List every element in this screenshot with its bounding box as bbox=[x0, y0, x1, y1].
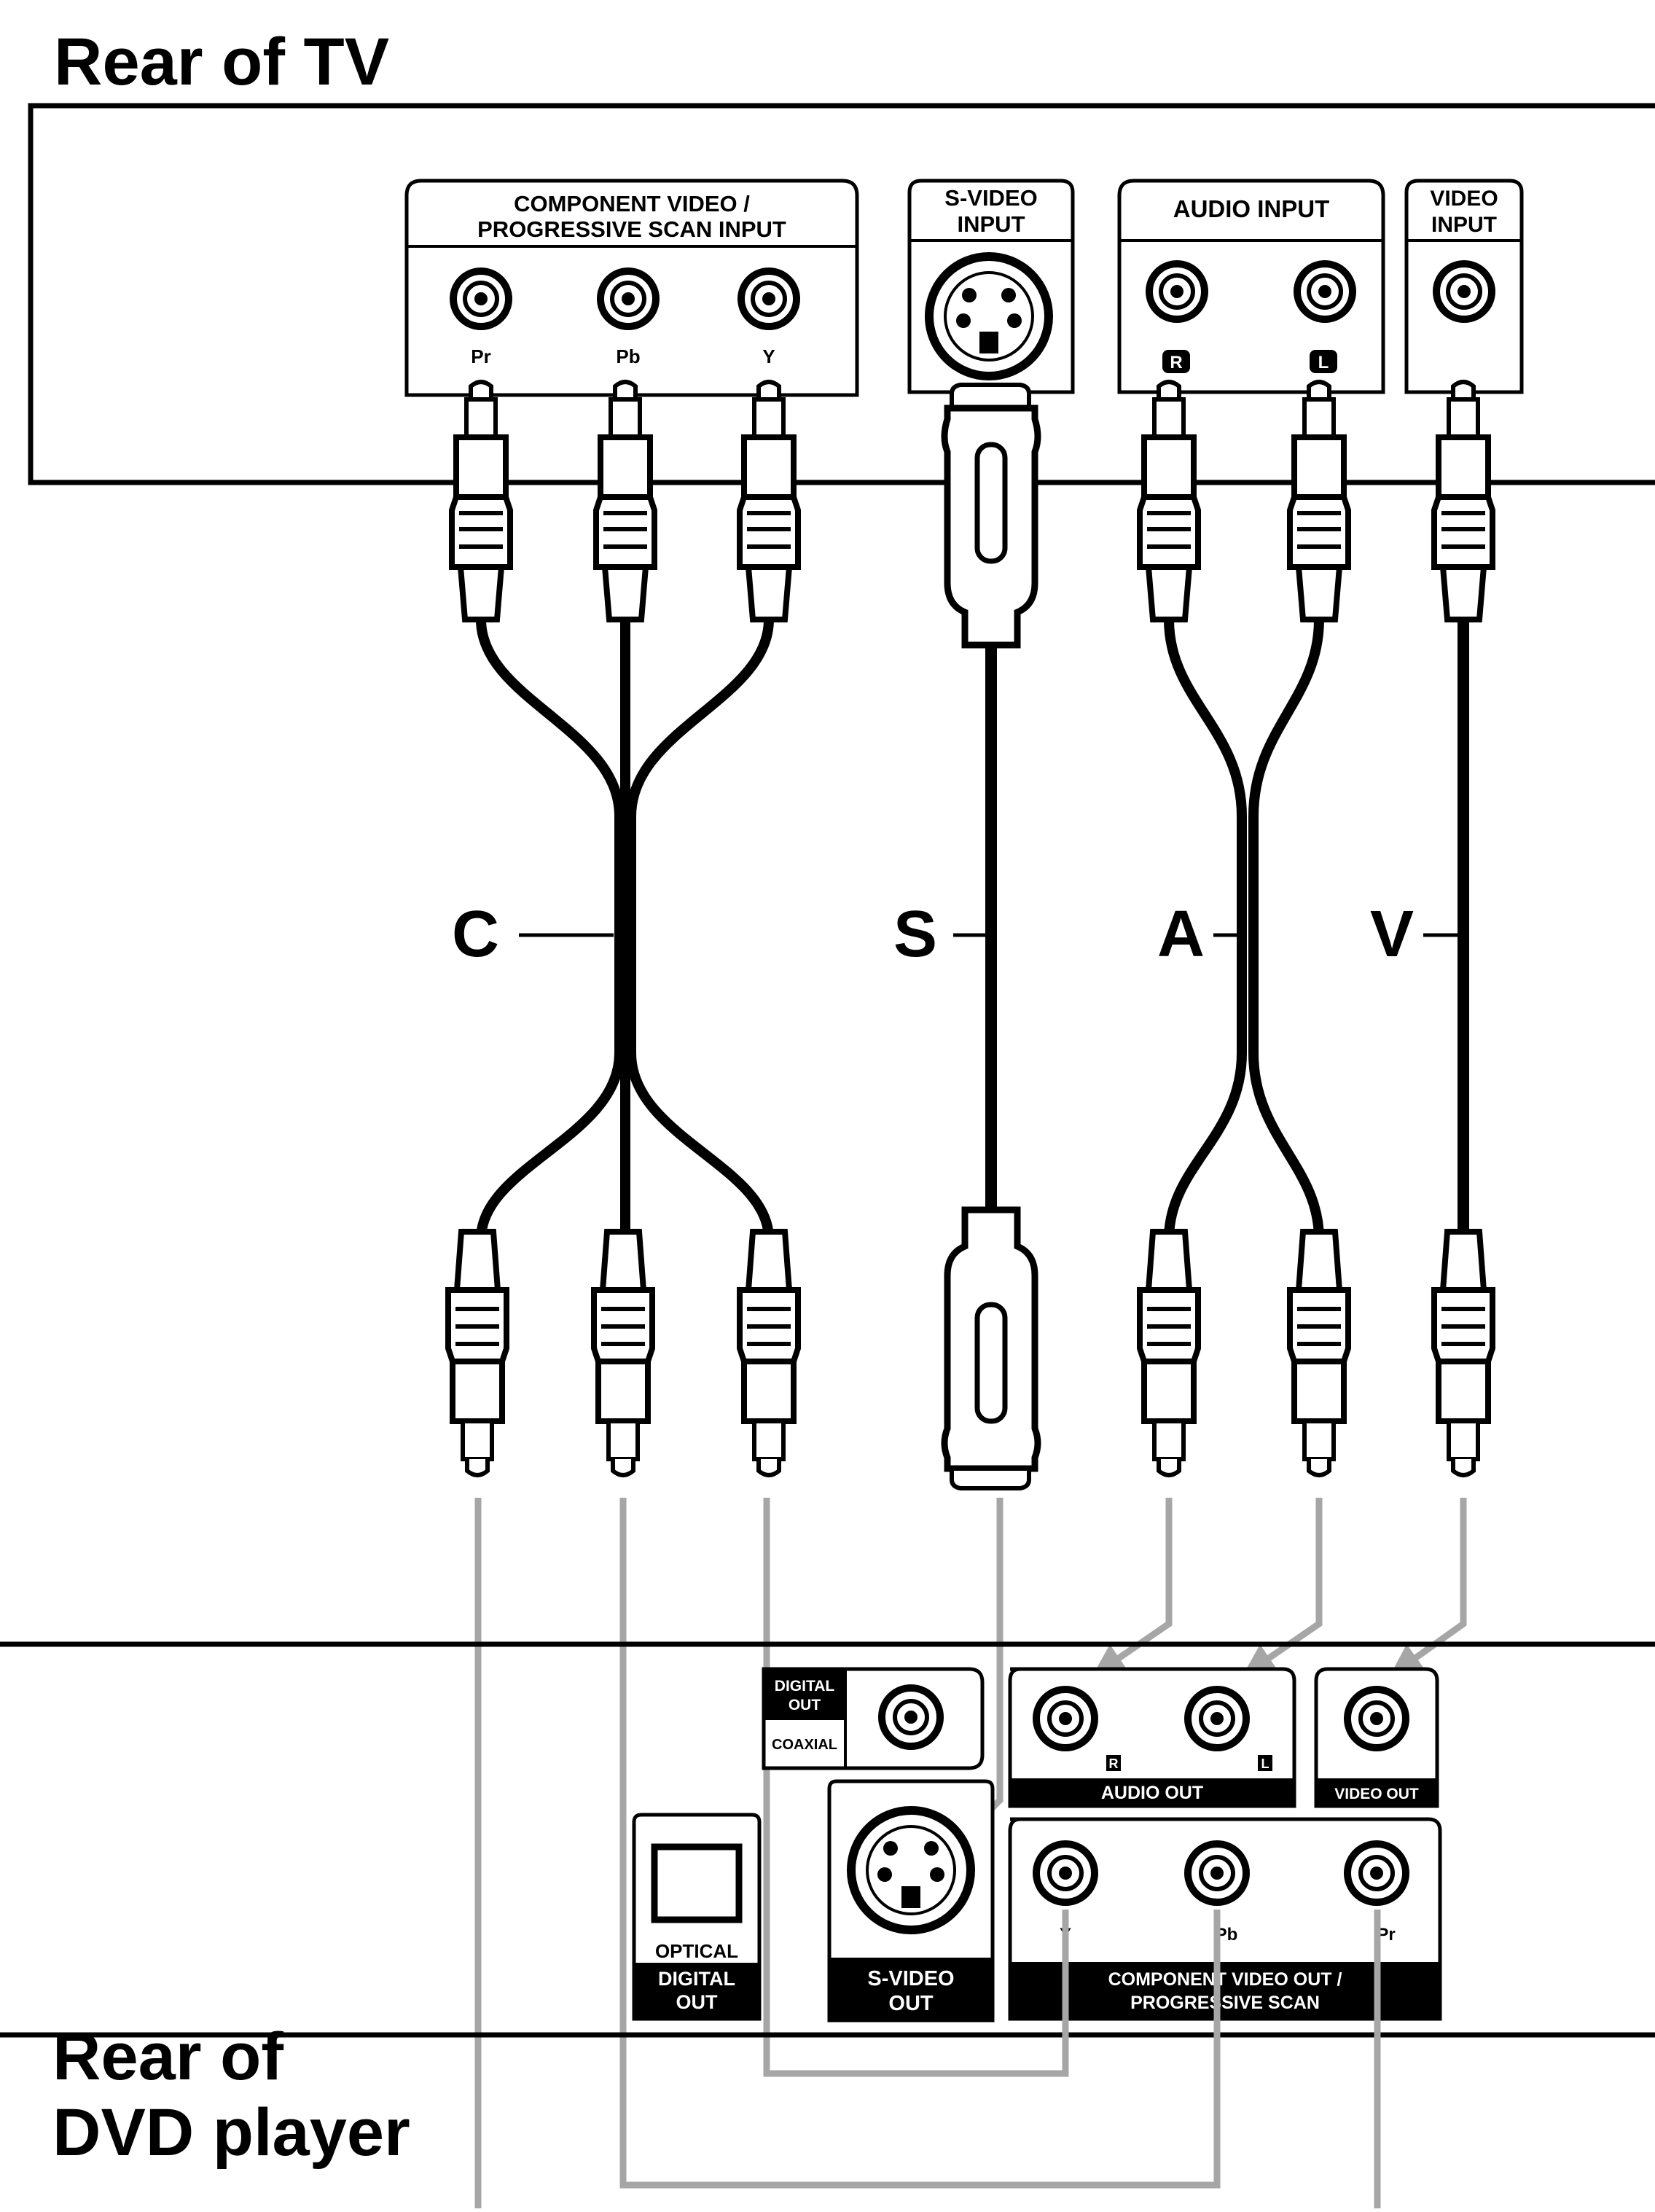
tv-jack-y[interactable] bbox=[737, 267, 800, 330]
dvd-digital-coaxial-group: DIGITAL OUT COAXIAL bbox=[762, 1667, 985, 1770]
dvd-svideo-jack[interactable] bbox=[847, 1806, 975, 1934]
rca-plugs-bottom bbox=[445, 1229, 1495, 1477]
dvd-audio-out-label: AUDIO OUT bbox=[1101, 1783, 1203, 1803]
tv-video-label-2: INPUT bbox=[1431, 213, 1497, 237]
dvd-audio-out-l-label: L bbox=[1261, 1756, 1269, 1771]
rca-plug bbox=[737, 1229, 801, 1477]
tv-component-label-1: COMPONENT VIDEO / bbox=[514, 191, 750, 216]
dvd-svideo-out-label-1: S-VIDEO bbox=[867, 1967, 954, 1990]
tv-jack-pb-label: Pb bbox=[616, 345, 640, 367]
cable-audio bbox=[1164, 614, 1324, 1244]
dvd-svideo-out-label-2: OUT bbox=[888, 1992, 934, 2015]
rca-plug bbox=[1431, 1229, 1495, 1477]
guide-overlays bbox=[1062, 1910, 1381, 2208]
dvd-optical-digital-label-1: DIGITAL bbox=[658, 1968, 735, 1990]
cable-labels: C S A V bbox=[452, 898, 1458, 971]
dvd-video-out-label: VIDEO OUT bbox=[1334, 1786, 1419, 1802]
guide-audio-l bbox=[1242, 1498, 1323, 1677]
dvd-video-out-group: VIDEO OUT bbox=[1314, 1667, 1439, 1808]
dvd-component-out-group: COMPONENT VIDEO OUT / PROGRESSIVE SCAN Y… bbox=[1008, 1817, 1442, 2021]
svideo-plug-top bbox=[941, 383, 1041, 649]
cable-label-v: V bbox=[1370, 898, 1414, 971]
tv-audio-label: AUDIO INPUT bbox=[1173, 195, 1330, 222]
dvd-digital-out-label-1: DIGITAL bbox=[775, 1678, 835, 1695]
dvd-optical-group: OPTICAL DIGITAL OUT bbox=[632, 1813, 762, 2021]
dvd-audio-out-r-jack[interactable] bbox=[1033, 1686, 1098, 1751]
dvd-optical-digital-label-2: OUT bbox=[676, 1991, 719, 2013]
rca-plug bbox=[1431, 380, 1495, 622]
tv-svideo-label-2: INPUT bbox=[958, 211, 1025, 237]
dvd-rear-title-line-2: DVD player bbox=[52, 2095, 410, 2170]
tv-video-label-1: VIDEO bbox=[1430, 187, 1498, 211]
rca-plug bbox=[445, 1229, 509, 1477]
tv-audio-l-label: L bbox=[1318, 353, 1329, 372]
cable-component bbox=[476, 614, 774, 1244]
tv-jack-audio-l[interactable] bbox=[1294, 260, 1356, 323]
rca-plug bbox=[1287, 1229, 1351, 1477]
rca-plugs-top bbox=[449, 380, 1495, 622]
tv-audio-box bbox=[1117, 179, 1385, 394]
tv-rear-title: Rear of TV bbox=[54, 25, 390, 99]
tv-svideo-jack[interactable] bbox=[925, 252, 1053, 380]
tv-panel-outline bbox=[28, 103, 1655, 485]
dvd-video-out-jack[interactable] bbox=[1344, 1686, 1409, 1751]
tv-component-input-group: COMPONENT VIDEO / PROGRESSIVE SCAN INPUT… bbox=[404, 179, 859, 397]
dvd-optical-label: OPTICAL bbox=[655, 1940, 738, 1962]
dvd-panel: DIGITAL OUT COAXIAL OPTICAL DIGITAL OUT … bbox=[0, 1641, 1655, 2038]
dvd-optical-port[interactable] bbox=[651, 1843, 743, 1923]
rca-plug bbox=[593, 380, 657, 622]
guide-video bbox=[1389, 1498, 1467, 1677]
tv-jack-pr-label: Pr bbox=[471, 345, 490, 367]
cable-label-a: A bbox=[1157, 898, 1205, 971]
tv-jack-pr[interactable] bbox=[450, 267, 512, 330]
rca-plug bbox=[737, 380, 801, 622]
rca-plug bbox=[591, 1229, 655, 1477]
rca-plug bbox=[449, 380, 513, 622]
tv-jack-audio-r[interactable] bbox=[1146, 260, 1208, 323]
rca-plug bbox=[1287, 380, 1351, 622]
tv-jack-video[interactable] bbox=[1433, 260, 1495, 323]
svideo-plug-bottom bbox=[941, 1206, 1041, 1490]
dvd-digital-out-label-2: OUT bbox=[789, 1697, 821, 1713]
tv-component-label-2: PROGRESSIVE SCAN INPUT bbox=[477, 216, 786, 242]
tv-audio-input-group: AUDIO INPUT R L bbox=[1117, 179, 1385, 394]
tv-panel: COMPONENT VIDEO / PROGRESSIVE SCAN INPUT… bbox=[28, 103, 1655, 485]
dvd-component-pr-jack[interactable] bbox=[1344, 1840, 1409, 1906]
rca-plug bbox=[1137, 380, 1201, 622]
dvd-component-y-jack[interactable] bbox=[1033, 1840, 1098, 1906]
dvd-svideo-out-group: S-VIDEO OUT bbox=[827, 1779, 995, 2023]
dvd-audio-out-group: AUDIO OUT R L bbox=[1008, 1667, 1296, 1808]
tv-svideo-label-1: S-VIDEO bbox=[944, 185, 1037, 211]
guide-audio-r bbox=[1092, 1498, 1173, 1677]
tv-svideo-input-group: S-VIDEO INPUT bbox=[907, 179, 1075, 394]
cables bbox=[476, 614, 1469, 1245]
dvd-component-out-label-2: PROGRESSIVE SCAN bbox=[1130, 1993, 1320, 2013]
cable-label-c: C bbox=[452, 898, 499, 971]
cable-label-s: S bbox=[893, 898, 937, 971]
dvd-audio-out-r-label: R bbox=[1109, 1756, 1119, 1771]
dvd-coaxial-jack[interactable] bbox=[878, 1684, 944, 1750]
tv-video-input-group: VIDEO INPUT bbox=[1404, 179, 1524, 394]
dvd-audio-out-l-jack[interactable] bbox=[1184, 1686, 1250, 1751]
tv-audio-r-label: R bbox=[1170, 353, 1182, 372]
rca-plug bbox=[1137, 1229, 1201, 1477]
dvd-rear-title-line-1: Rear of bbox=[52, 2020, 283, 2094]
tv-jack-pb[interactable] bbox=[597, 267, 660, 330]
tv-jack-y-label: Y bbox=[762, 345, 775, 367]
dvd-component-out-label-1: COMPONENT VIDEO OUT / bbox=[1108, 1969, 1342, 1990]
dvd-coaxial-label: COAXIAL bbox=[772, 1737, 837, 1753]
dvd-rear-title: Rear of DVD player bbox=[52, 2019, 490, 2170]
dvd-component-pb-jack[interactable] bbox=[1184, 1840, 1250, 1906]
